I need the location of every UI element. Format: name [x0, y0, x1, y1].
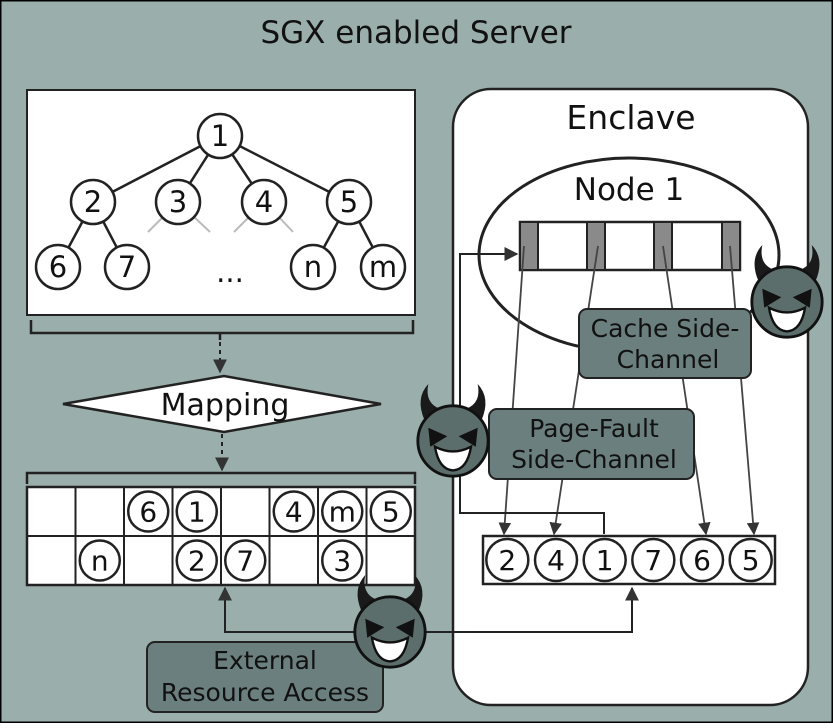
pagefault-callout-line1: Page-Fault: [529, 414, 659, 443]
page-fault-path: [459, 247, 605, 534]
storage-bracket: [25, 471, 417, 484]
enclave-cell-circle: [485, 537, 530, 583]
storage-cell: 7: [236, 545, 254, 578]
storage-grid-lines: [27, 487, 415, 585]
tree-ellipsis: ...: [216, 255, 244, 289]
tree-node-root: 1: [211, 119, 229, 153]
enclave-cell-circle: [582, 537, 627, 583]
enclave-cell-circle: [679, 537, 725, 583]
tree-leaf: n: [304, 250, 322, 284]
storage-cell: n: [91, 545, 109, 578]
mapping-label: Mapping: [161, 388, 290, 423]
storage-cell: 4: [285, 496, 303, 529]
storage-cell-circle: [321, 490, 364, 533]
storage-cell: m: [329, 496, 356, 529]
storage-cell-circle: [175, 490, 218, 533]
external-callout-line2: Resource Access: [161, 678, 369, 707]
cache-callout: [578, 308, 752, 379]
cache-slots: [519, 221, 741, 271]
tree-leaf: 7: [118, 250, 136, 284]
tree-node-level2: 3: [169, 185, 187, 219]
mapping-diamond: [62, 374, 382, 434]
enclave-cell-circle: [728, 537, 773, 583]
pagefault-callout-line2: Side-Channel: [511, 445, 677, 474]
enclave-cell: 5: [742, 544, 760, 577]
server-title: SGX enabled Server: [260, 15, 571, 51]
enclave-cell: 2: [498, 544, 516, 577]
tree-leaf: m: [369, 250, 397, 284]
tree-node-level2: 2: [84, 185, 102, 219]
enclave-label: Enclave: [566, 98, 695, 137]
node-label: Node 1: [574, 172, 684, 208]
cache-line: [518, 220, 742, 272]
storage-cell: 5: [382, 496, 400, 529]
tree-bracket: [29, 320, 415, 335]
storage-cell: 1: [188, 496, 206, 529]
enclave-cell-circle: [533, 537, 579, 583]
storage-cell-circle: [175, 539, 218, 582]
storage-cell: 3: [333, 545, 351, 578]
enclave-cell: 6: [693, 544, 711, 577]
external-callout-line1: External: [213, 646, 317, 675]
external-arrow-left: [218, 586, 356, 633]
enclave-array: [481, 534, 777, 586]
storage-cell-circle: [127, 490, 170, 533]
mapping-arrows: [498, 245, 760, 536]
enclave-cell: 7: [644, 544, 662, 577]
storage-cell-circle: [78, 539, 121, 582]
tree-leaf: 6: [49, 250, 67, 284]
enclave-cell: 4: [547, 544, 565, 577]
storage-cell-circle: [369, 490, 412, 533]
external-arrow-right: [424, 586, 639, 633]
enclave-cell-circle: [631, 537, 676, 583]
storage-cell-circle: [224, 539, 267, 582]
storage-cell-circle: [272, 490, 315, 533]
storage-cell: 6: [139, 496, 157, 529]
tree-node-level2: 5: [340, 185, 358, 219]
storage-cell: 2: [188, 545, 206, 578]
tree-nodes: [34, 112, 407, 291]
external-callout: [146, 641, 384, 713]
cache-callout-line1: Cache Side-: [591, 314, 740, 343]
tree-node-level2: 4: [255, 185, 273, 219]
storage-cell-circle: [321, 539, 364, 582]
enclave-cell: 1: [596, 544, 614, 577]
cache-callout-line2: Channel: [617, 345, 720, 374]
